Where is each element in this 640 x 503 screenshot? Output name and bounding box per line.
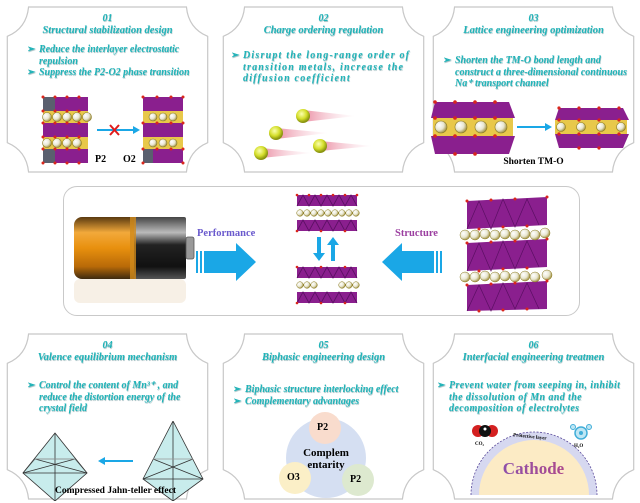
down-arrow-icon [313,237,325,261]
panel-title: Lattice engineering optimization [463,25,604,36]
structure-label: Structure [395,228,438,239]
arrow-bullet-icon: ➢ [443,55,452,66]
bullet-item: ➢Complementary advantages [233,395,360,407]
panel-title: Interfacial engineering treatmen [462,352,605,363]
diffusing-ions-illustration [254,109,373,160]
panel-number: 05 [318,340,329,351]
panel-charge-ordering: 02 Charge ordering regulation ➢Disrupt t… [221,6,426,173]
co2-molecule-icon [472,425,498,437]
ion-ball [269,126,283,140]
panel-biphasic-engineering: 05 Biphasic engineering design ➢Biphasic… [221,333,426,500]
bullet-list: ➢Control the content of Mn³⁺ , and reduc… [27,380,202,415]
caption-shorten-tm-o: Shorten TM-O [503,157,564,167]
arrow-bullet-icon: ➢ [233,384,242,395]
right-arrow-icon [196,243,256,281]
bullet-item: ➢Reduce the interlayer electrostatic rep… [27,44,180,67]
p2-o2-structure-illustration [41,95,185,165]
panel-valence-equilibrium: 04 Valence equilibrium mechanism ➢Contro… [5,333,210,501]
cross-icon [109,124,120,136]
panel-lattice-engineering: 03 Lattice engineering optimization ➢Sho… [431,6,636,173]
panel-number: 03 [528,13,539,24]
bullet-list: ➢Biphasic structure interlocking effect … [233,384,418,407]
panel-title: Valence equilibrium mechanism [37,352,178,363]
battery-icon [74,217,195,303]
arrow-bullet-icon: ➢ [27,380,36,391]
cathode-protective-layer-illustration [470,424,598,496]
caption-jahn-teller: Compressed Jahn-teller effect [55,486,177,496]
o2-structure [141,95,185,165]
left-arrow-icon [98,457,133,465]
bullet-item: ➢Shorten the TM-O bond length and constr… [443,55,627,89]
p2-top-circle [309,412,341,444]
center-performance-structure-panel: Performance Structure [63,186,580,316]
panel-interfacial-engineering: 06 Interfacial engineering treatmen ➢Pre… [431,333,636,500]
bullet-item: ➢Control the content of Mn³⁺ , and reduc… [27,380,181,414]
arrow-bullet-icon: ➢ [27,67,36,78]
layered-structure-illustration [295,193,360,305]
ion-ball [296,109,310,123]
compressed-octahedron [22,432,88,501]
h2o-label: H₂O [574,444,584,449]
tm-layer [296,291,358,304]
venn-label-p2-right: P2 [350,474,362,485]
elongated-octahedron [142,421,204,501]
panel-number: 04 [102,340,113,351]
performance-label: Performance [197,228,256,239]
label-o2: O2 [123,154,136,165]
blocked-transition-arrow [97,124,140,136]
crystal-structure-illustration [459,195,553,313]
panel-number: 01 [102,13,113,24]
o3-circle [279,462,311,494]
panel-structural-stabilization: 01 Structural stabilization design ➢Redu… [5,6,210,173]
left-arrow-icon [382,243,442,281]
tm-layer [296,194,358,207]
label-p2: P2 [95,154,107,165]
arrow-bullet-icon: ➢ [233,395,242,407]
ion-ball [313,139,327,153]
bullet-item: ➢Suppress the P2-O2 phase transition [27,67,190,78]
venn-label-center: Complem entarity [303,447,349,471]
h2o-molecule-icon [570,424,592,440]
panel-number: 06 [528,340,539,351]
short-bond-structure [555,106,629,150]
arrow-bullet-icon: ➢ [231,50,241,61]
shorten-tm-o-illustration [431,100,629,156]
co2-label: CO₂ [475,442,484,447]
transition-arrow [517,123,552,131]
complementarity-venn-diagram [279,412,374,498]
tm-layer [296,219,358,232]
p2-structure [41,95,92,165]
p2-right-circle [342,464,374,496]
bullet-item: ➢Biphasic structure interlocking effect [233,384,399,395]
panel-title: Biphasic engineering design [261,352,386,363]
bullet-list: ➢Reduce the interlayer electrostatic rep… [27,44,202,79]
bullet-item: ➢Disrupt the long-range order of transit… [231,50,411,84]
panel-title: Charge ordering regulation [263,25,384,36]
bullet-list: ➢Prevent water from seeping in, inhibit … [437,380,628,415]
venn-label-p2-top: P2 [317,422,329,433]
bullet-list: ➢Disrupt the long-range order of transit… [231,50,418,85]
arrow-bullet-icon: ➢ [27,44,36,55]
ion-ball [254,146,268,160]
panel-number: 02 [318,13,329,24]
venn-label-o3: O3 [287,472,300,483]
up-arrow-icon [327,237,339,261]
cathode-core [479,440,589,495]
bullet-list: ➢Shorten the TM-O bond length and constr… [443,55,628,90]
tm-layer [296,266,358,279]
bullet-item: ➢Prevent water from seeping in, inhibit … [437,380,621,414]
panel-title: Structural stabilization design [42,25,173,36]
arrow-bullet-icon: ➢ [437,380,446,391]
cathode-label: Cathode [431,459,636,479]
long-bond-structure [431,100,515,156]
jahn-teller-octahedra-illustration [22,421,204,501]
